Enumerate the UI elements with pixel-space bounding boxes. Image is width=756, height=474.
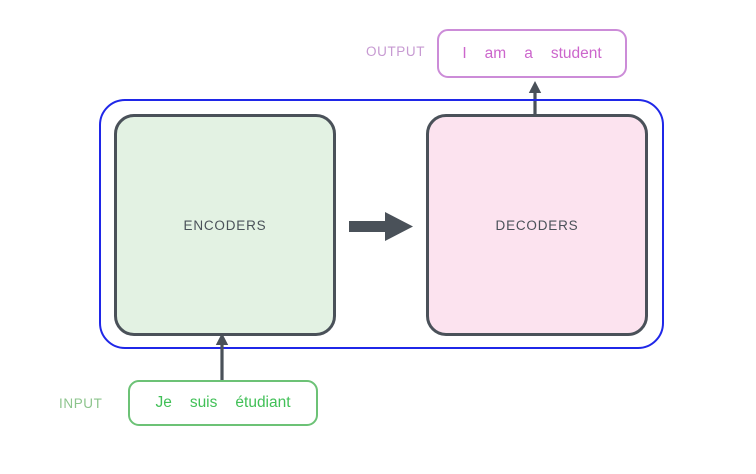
decoders-box[interactable]: DECODERS [426,114,648,336]
input-label: INPUT [59,396,103,411]
transformer-outer-frame [99,99,664,349]
input-token: Je [155,394,172,411]
input-to-encoder-arrow-icon [215,333,229,384]
output-token: student [550,44,602,62]
output-token: am [484,44,507,62]
decoders-label: DECODERS [495,217,579,233]
encoders-box[interactable]: ENCODERS [114,114,336,336]
output-sentence-box: I am a student [437,29,627,78]
input-token: étudiant [235,394,291,411]
encoder-to-decoder-arrow-icon [349,212,413,241]
output-token: a [524,44,533,62]
encoders-label: ENCODERS [183,217,267,233]
output-token: I [462,44,467,62]
input-sentence-box: Je suis étudiant [128,380,318,426]
input-token: suis [189,394,218,411]
output-label: OUTPUT [366,44,426,59]
